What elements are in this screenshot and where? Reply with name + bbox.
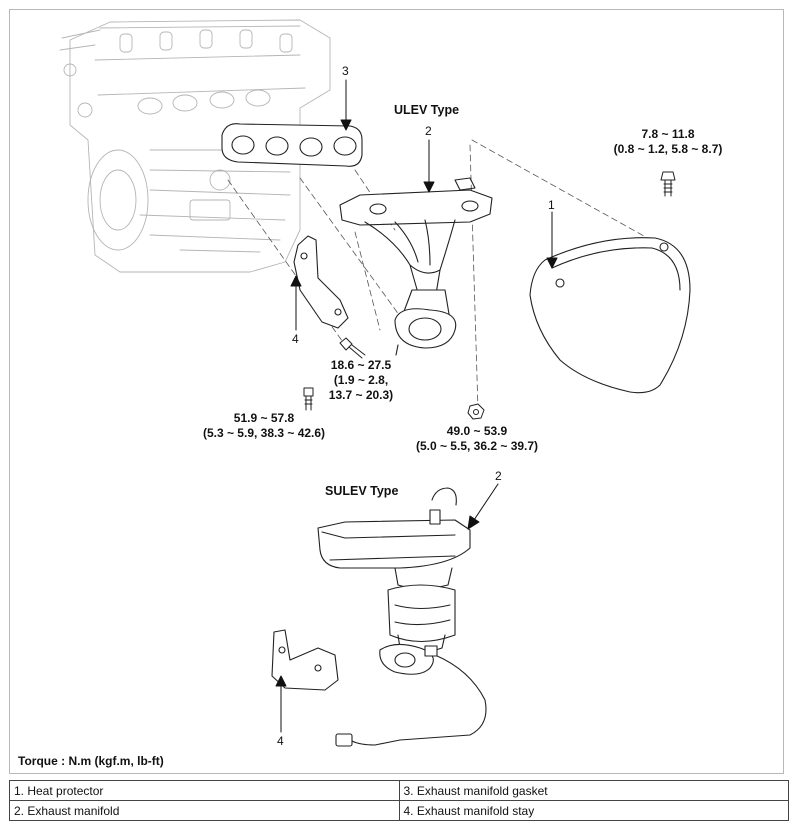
engine-block-illustration — [59, 19, 331, 273]
legend-row: 2. Exhaust manifold 4. Exhaust manifold … — [9, 800, 789, 821]
callout-2-ulev: 2 — [425, 124, 432, 138]
stay-upper-bolt-illustration — [339, 337, 366, 359]
torque-value-alt-units-cont: 13.7 ~ 20.3) — [328, 388, 394, 402]
parts-legend-table: 1. Heat protector 3. Exhaust manifold ga… — [9, 780, 789, 821]
stay-lower-bolt-torque: 51.9 ~ 57.8 (5.3 ~ 5.9, 38.3 ~ 42.6) — [184, 411, 344, 441]
alignment-lines — [227, 139, 661, 411]
torque-value: 49.0 ~ 53.9 — [446, 424, 508, 438]
torque-value: 51.9 ~ 57.8 — [233, 411, 295, 425]
torque-value-alt-units: (0.8 ~ 1.2, 5.8 ~ 8.7) — [613, 142, 723, 156]
ulev-exhaust-manifold-illustration — [339, 177, 493, 356]
legend-cell: 4. Exhaust manifold stay — [398, 800, 789, 821]
torque-value: 18.6 ~ 27.5 — [330, 358, 392, 372]
callout-1: 1 — [548, 198, 555, 212]
legend-row: 1. Heat protector 3. Exhaust manifold ga… — [9, 780, 789, 801]
torque-value-alt-units: (5.3 ~ 5.9, 38.3 ~ 42.6) — [202, 426, 326, 440]
torque-value-alt-units: (1.9 ~ 2.8, — [333, 373, 389, 387]
manifold-nut-torque: 49.0 ~ 53.9 (5.0 ~ 5.5, 36.2 ~ 39.7) — [396, 424, 558, 454]
callout-leaders — [275, 79, 558, 733]
sulev-type-label: SULEV Type — [325, 484, 399, 498]
legend-cell: 2. Exhaust manifold — [9, 800, 400, 821]
ulev-manifold-stay-illustration — [293, 235, 349, 329]
stay-upper-bolt-torque: 18.6 ~ 27.5 (1.9 ~ 2.8, 13.7 ~ 20.3) — [316, 358, 406, 403]
torque-units-note: Torque : N.m (kgf.m, lb-ft) — [18, 754, 164, 768]
callout-2-sulev: 2 — [495, 469, 502, 483]
exhaust-manifold-gasket-illustration — [221, 123, 363, 167]
ulev-type-label: ULEV Type — [394, 103, 460, 117]
diagram-frame — [9, 9, 784, 774]
heat-protector-bolt-illustration — [660, 171, 676, 197]
legend-cell: 1. Heat protector — [9, 780, 400, 801]
legend-cell: 3. Exhaust manifold gasket — [398, 780, 789, 801]
callout-4-ulev: 4 — [292, 332, 299, 346]
torque-value-alt-units: (5.0 ~ 5.5, 36.2 ~ 39.7) — [415, 439, 539, 453]
heat-protector-bolt-torque: 7.8 ~ 11.8 (0.8 ~ 1.2, 5.8 ~ 8.7) — [598, 127, 738, 157]
exploded-view-illustration — [59, 19, 691, 747]
callout-3: 3 — [342, 64, 349, 78]
sulev-exhaust-manifold-illustration — [317, 487, 487, 747]
manifold-nut-illustration — [467, 403, 485, 420]
heat-protector-illustration — [529, 237, 691, 394]
torque-value: 7.8 ~ 11.8 — [641, 127, 695, 141]
stay-lower-bolt-illustration — [303, 387, 314, 411]
callout-4-sulev: 4 — [277, 734, 284, 748]
